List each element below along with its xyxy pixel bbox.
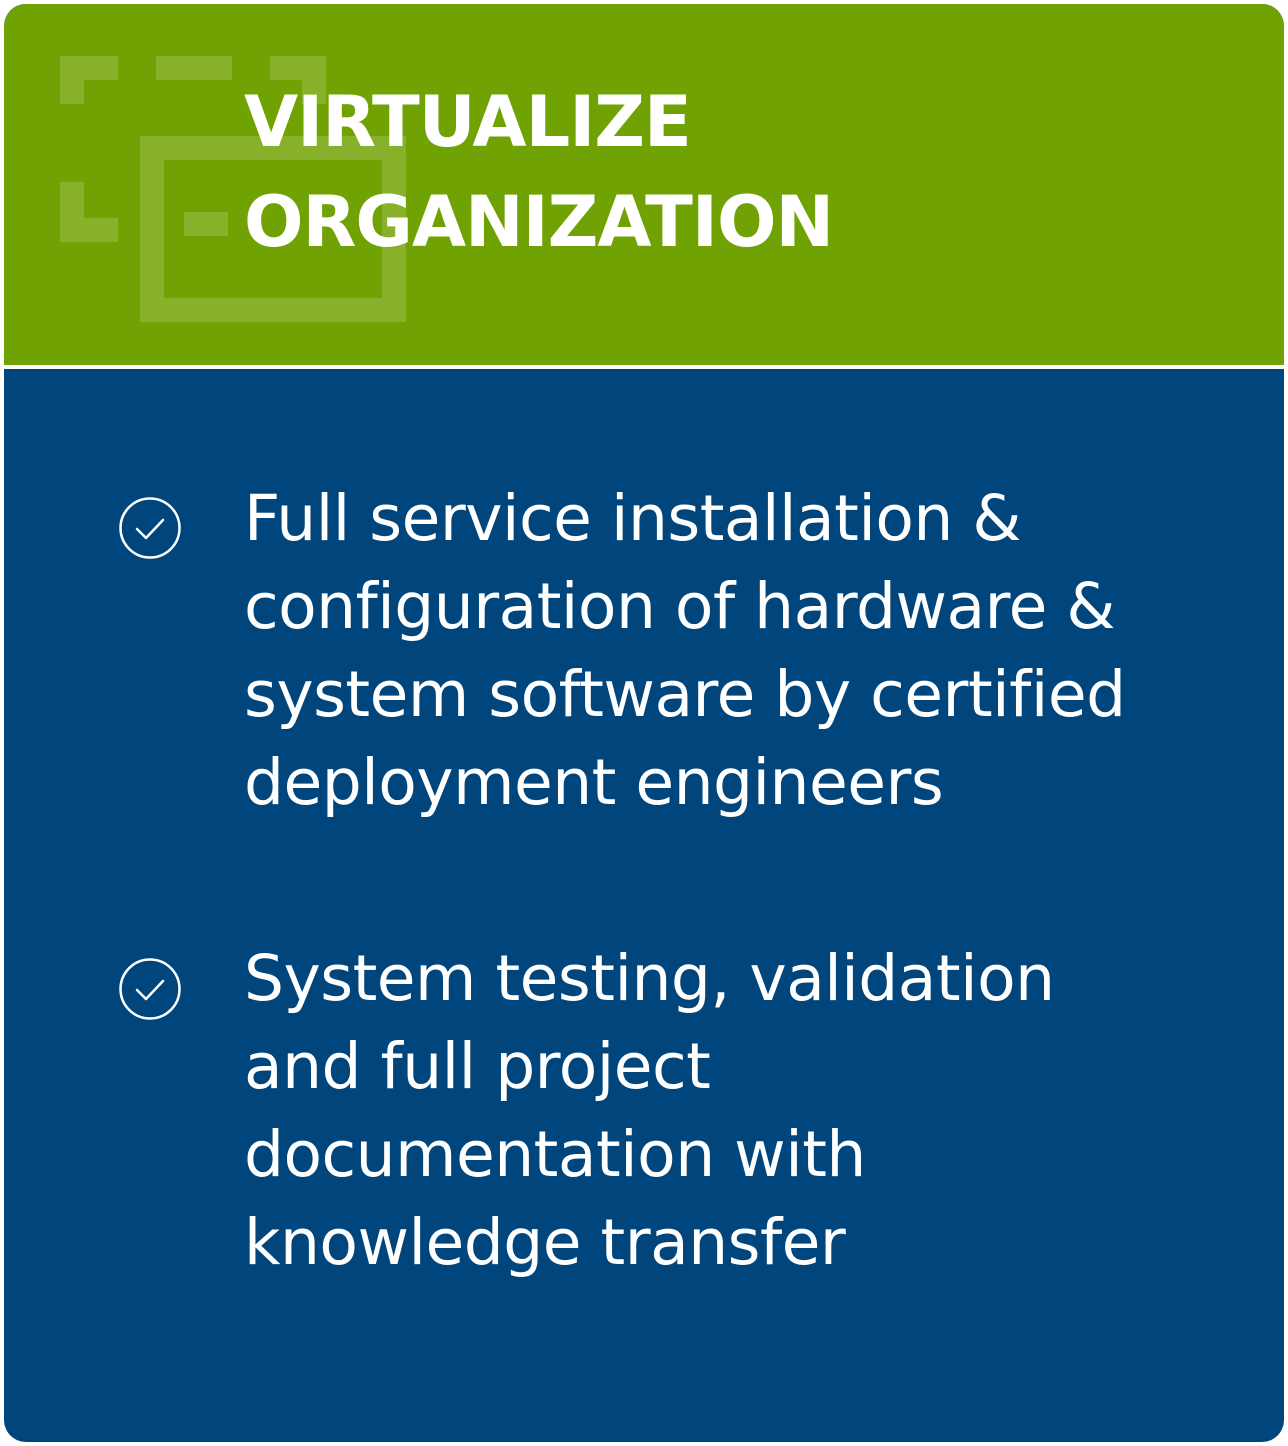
list-item-line: system software by certified [244, 658, 1126, 731]
title-line: ORGANIZATION [244, 181, 834, 263]
list-item-line: Full service installation & [244, 482, 1021, 555]
virtualize-icon [60, 56, 406, 322]
service-card: VIRTUALIZE ORGANIZATION Full service ins… [4, 4, 1284, 1442]
list-item-text: Full service installation & configuratio… [244, 475, 1244, 827]
card-body: Full service installation & configuratio… [4, 369, 1284, 1442]
list-item-line: knowledge transfer [244, 1206, 846, 1279]
list-item-line: and full project [244, 1030, 711, 1103]
list-item-text: System testing, validation and full proj… [244, 935, 1244, 1287]
check-circle-icon [119, 497, 181, 559]
card-header: VIRTUALIZE ORGANIZATION [4, 4, 1284, 365]
list-item-line: configuration of hardware & [244, 570, 1116, 643]
list-item-line: documentation with [244, 1118, 866, 1191]
list-item-line: System testing, validation [244, 942, 1055, 1015]
title-line: VIRTUALIZE [244, 81, 692, 163]
header-divider [4, 365, 1284, 369]
list-item-line: deployment engineers [244, 746, 944, 819]
card-title: VIRTUALIZE ORGANIZATION [244, 72, 834, 272]
check-circle-icon [119, 958, 181, 1020]
